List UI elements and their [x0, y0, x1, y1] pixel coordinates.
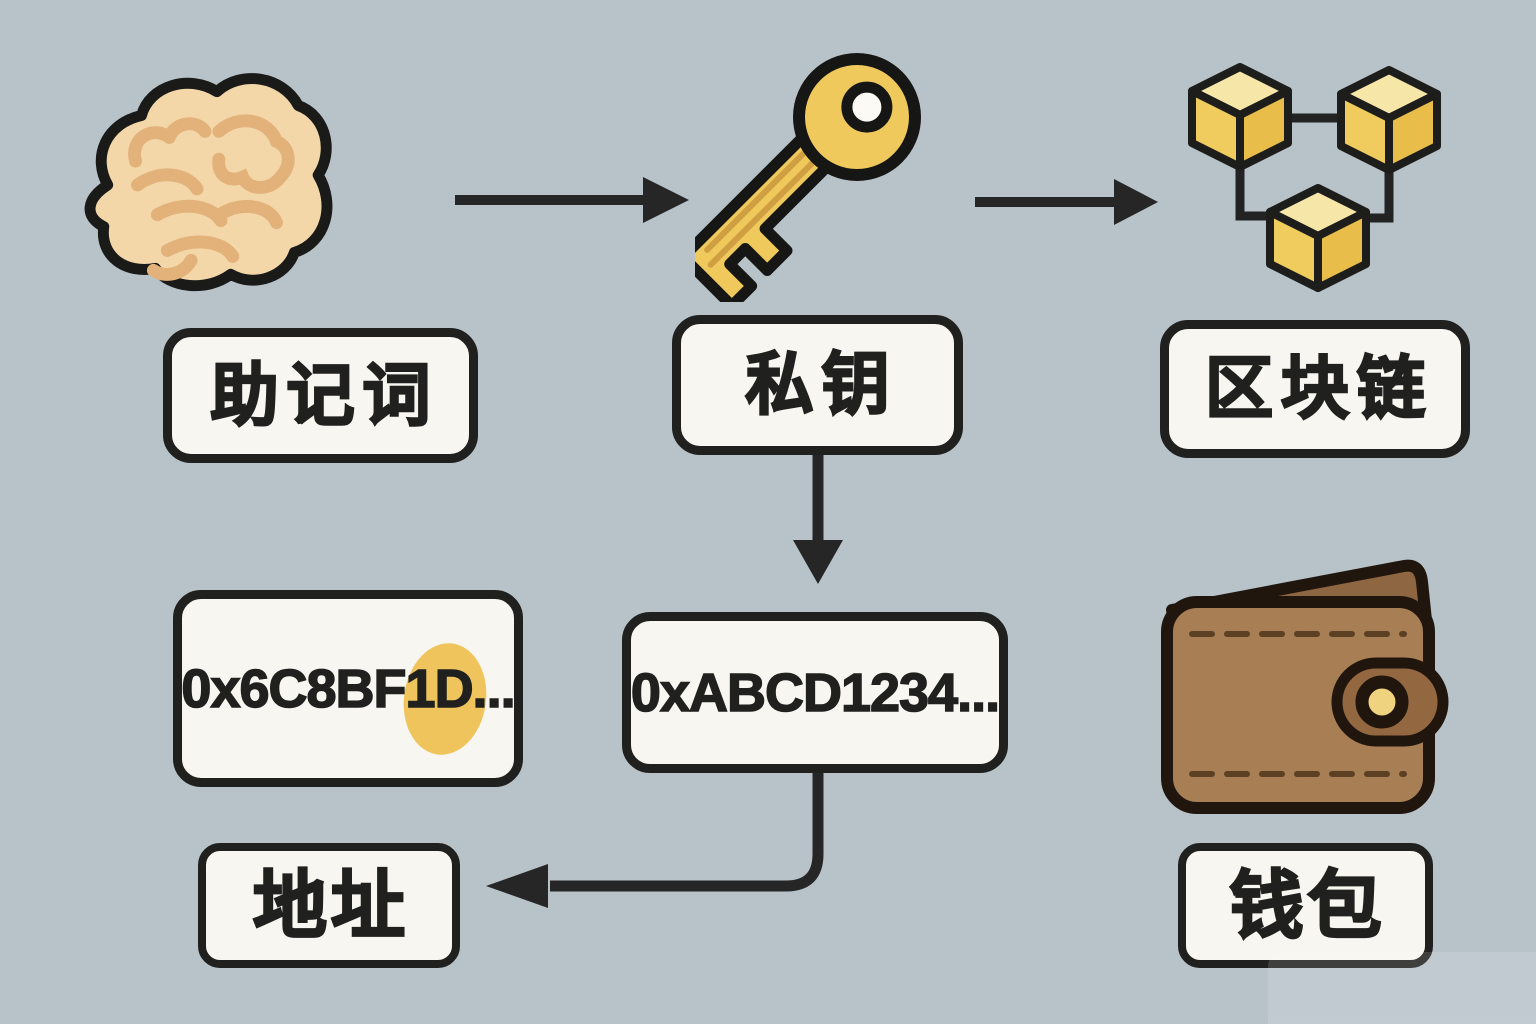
address-label: 地址 [252, 863, 409, 947]
mnemonic-value: 0x6C8BF1D... [181, 658, 517, 719]
blockchain-label-box: 区块链 [1160, 320, 1470, 458]
wallet-icon [1161, 559, 1449, 814]
cube-top-right [1337, 66, 1441, 174]
private-key-label: 私钥 [744, 347, 898, 423]
cube-top-left [1188, 63, 1292, 171]
arrow-private-key-to-blockchain [975, 179, 1158, 225]
private-key-value-box: 0xABCD1234... [622, 612, 1008, 773]
mnemonic-value-box: 0x6C8BF1D... [173, 590, 523, 787]
wallet-label-box: 钱包 [1178, 843, 1433, 968]
blockchain-label: 区块链 [1204, 351, 1433, 427]
key-icon [695, 52, 921, 302]
mnemonic-label-box: 助记词 [163, 328, 478, 463]
address-label-box: 地址 [198, 843, 460, 968]
blockchain-cubes-icon [1188, 63, 1441, 292]
arrow-private-key-to-value [793, 452, 843, 584]
wallet-label: 钱包 [1228, 863, 1386, 947]
cube-bottom [1266, 184, 1370, 292]
private-key-value: 0xABCD1234... [630, 662, 1001, 723]
arrow-value-to-address [486, 770, 824, 908]
brain-icon [84, 73, 333, 292]
mnemonic-label: 助记词 [209, 357, 439, 434]
arrow-mnemonic-to-private-key [455, 177, 689, 223]
private-key-label-box: 私钥 [672, 315, 963, 455]
watermark-patch [1268, 952, 1536, 1024]
